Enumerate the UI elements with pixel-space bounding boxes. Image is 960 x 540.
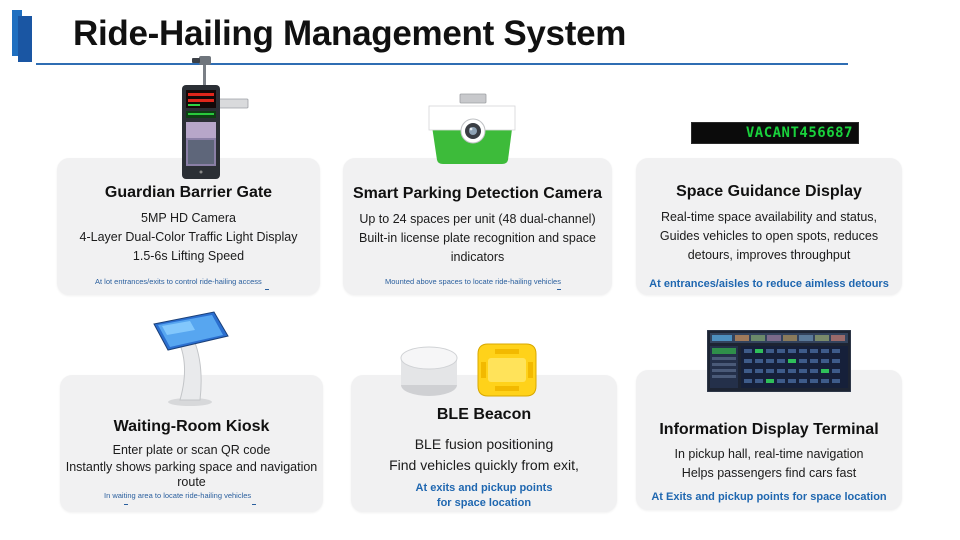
title-accent-bar xyxy=(12,10,22,56)
page-title: Ride-Hailing Management System xyxy=(73,14,627,53)
note-line: for space location xyxy=(436,497,532,509)
title-underline xyxy=(36,63,848,65)
spec-line: indicators xyxy=(450,250,505,264)
note-underline xyxy=(124,504,128,505)
card-body: Real-time space availability and status,… xyxy=(636,208,902,265)
card-smart-parking-camera: Smart Parking Detection Camera Up to 24 … xyxy=(343,158,612,295)
spec-line: Up to 24 spaces per unit (48 dual-channe… xyxy=(359,212,596,226)
spec-line: Helps passengers find cars fast xyxy=(681,466,857,480)
led-guidance-display: VACANT456687 xyxy=(691,122,859,144)
spec-line: 4-Layer Dual-Color Traffic Light Display xyxy=(79,230,298,244)
placement-note: At lot entrances/exits to control ride-h… xyxy=(95,277,262,286)
ble-beacon-image xyxy=(400,343,537,397)
spec-line: Enter plate or scan QR code xyxy=(112,443,271,457)
card-body: BLE fusion positioning Find vehicles qui… xyxy=(351,434,617,476)
card-title: Information Display Terminal xyxy=(659,421,879,438)
card-body: Up to 24 spaces per unit (48 dual-channe… xyxy=(343,210,612,267)
info-terminal-image xyxy=(707,330,851,392)
barrier-gate-image xyxy=(182,56,249,179)
placement-note: In waiting area to locate ride-hailing v… xyxy=(104,491,252,500)
placement-note: At Exits and pickup points for space loc… xyxy=(651,491,887,503)
card-information-display-terminal: Information Display Terminal In pickup h… xyxy=(636,370,902,510)
card-title: Guardian Barrier Gate xyxy=(104,184,273,201)
spec-line: 1.5-6s Lifting Speed xyxy=(132,249,245,263)
spec-line: In pickup hall, real-time navigation xyxy=(674,447,864,461)
card-title: Space Guidance Display xyxy=(676,183,862,200)
placement-note: At exits and pickup points for space loc… xyxy=(351,481,617,511)
led-display-text: VACANT456687 xyxy=(745,125,853,141)
kiosk-image xyxy=(153,311,229,406)
card-guardian-barrier-gate: Guardian Barrier Gate 5MP HD Camera 4-La… xyxy=(57,158,320,295)
spec-line: Instantly shows parking space and naviga… xyxy=(65,460,318,474)
spec-line: Find vehicles quickly from exit, xyxy=(389,457,579,473)
spec-line: detours, improves throughput xyxy=(687,248,851,262)
note-underline xyxy=(252,504,256,505)
placement-note: Mounted above spaces to locate ride-hail… xyxy=(385,277,561,286)
note-underline xyxy=(265,289,269,290)
card-ble-beacon: BLE Beacon BLE fusion positioning Find v… xyxy=(351,375,617,512)
spec-line: Built-in license plate recognition and s… xyxy=(359,231,596,245)
placement-note: At entrances/aisles to reduce aimless de… xyxy=(649,278,889,290)
card-body: 5MP HD Camera 4-Layer Dual-Color Traffic… xyxy=(57,209,320,266)
card-title: BLE Beacon xyxy=(436,406,532,423)
note-line: At exits and pickup points xyxy=(415,482,553,494)
title-accent-bar-shadow xyxy=(18,16,32,62)
spec-line: BLE fusion positioning xyxy=(414,436,554,452)
card-body: Enter plate or scan QR code Instantly sh… xyxy=(60,442,323,489)
card-body: In pickup hall, real-time navigation Hel… xyxy=(636,445,902,483)
spec-line: 5MP HD Camera xyxy=(141,211,236,225)
card-title: Smart Parking Detection Camera xyxy=(353,185,602,202)
parking-camera-image xyxy=(428,93,516,164)
card-space-guidance-display: Space Guidance Display Real-time space a… xyxy=(636,158,902,295)
spec-line: route xyxy=(177,475,206,489)
card-title: Waiting-Room Kiosk xyxy=(113,418,270,435)
note-underline xyxy=(557,289,561,290)
spec-line: Real-time space availability and status, xyxy=(660,210,878,224)
spec-line: Guides vehicles to open spots, reduces xyxy=(659,229,879,243)
